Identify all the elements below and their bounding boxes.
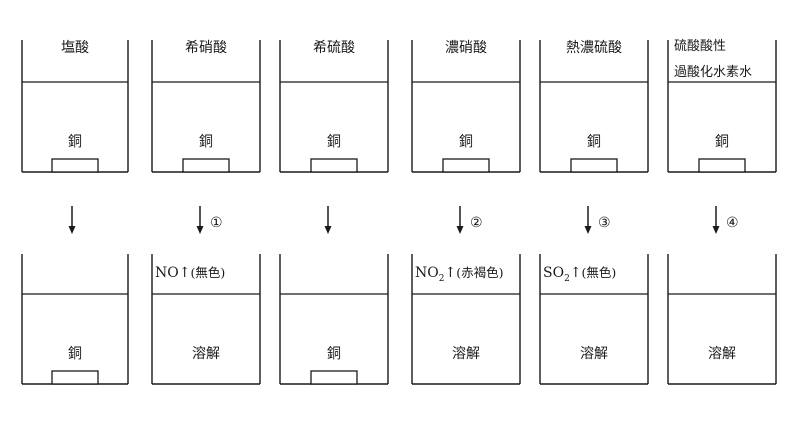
gas-formula: SO bbox=[543, 265, 564, 281]
arrow-head bbox=[456, 226, 464, 234]
gas-formula: NO bbox=[155, 265, 179, 281]
reaction-arrow bbox=[68, 206, 76, 234]
initial-beaker bbox=[279, 40, 389, 173]
reagent-label: 塩酸 bbox=[61, 40, 89, 56]
copper-piece bbox=[182, 158, 230, 173]
reaction-arrow bbox=[324, 206, 332, 234]
initial-beaker bbox=[667, 40, 777, 173]
gas-arrow: ↑ bbox=[570, 265, 582, 281]
reaction-arrow bbox=[584, 206, 592, 234]
result-label: 溶解 bbox=[192, 346, 220, 362]
arrow-head bbox=[584, 226, 592, 234]
reagent-label: 希硫酸 bbox=[313, 40, 355, 56]
copper-piece bbox=[698, 158, 746, 173]
reagent-label-line: 硫酸酸性 bbox=[674, 39, 726, 54]
step-marker: ② bbox=[470, 215, 483, 231]
arrow-head bbox=[196, 226, 204, 234]
reaction-arrow bbox=[712, 206, 720, 234]
initial-beaker bbox=[539, 40, 649, 173]
copper-piece bbox=[310, 370, 358, 385]
reaction-arrow bbox=[196, 206, 204, 234]
gas-label: NO↑(無色) bbox=[155, 265, 225, 281]
copper-piece bbox=[51, 370, 99, 385]
initial-beaker bbox=[411, 40, 521, 173]
reagent-label: 熱濃硫酸 bbox=[566, 40, 622, 56]
step-marker: ① bbox=[210, 215, 223, 231]
step-marker: ③ bbox=[598, 215, 611, 231]
copper-piece bbox=[442, 158, 490, 173]
initial-beaker bbox=[151, 40, 261, 173]
copper-piece bbox=[570, 158, 618, 173]
result-label: 銅 bbox=[68, 346, 82, 362]
metal-label: 銅 bbox=[587, 134, 601, 150]
result-label: 銅 bbox=[327, 346, 341, 362]
metal-label: 銅 bbox=[327, 134, 341, 150]
result-label: 溶解 bbox=[708, 346, 736, 362]
arrow-head bbox=[712, 226, 720, 234]
reaction-arrow bbox=[456, 206, 464, 234]
copper-piece bbox=[310, 158, 358, 173]
metal-label: 銅 bbox=[199, 134, 213, 150]
gas-subscript: 2 bbox=[564, 274, 570, 284]
metal-label: 銅 bbox=[715, 134, 729, 150]
reagent-label-line: 過酸化水素水 bbox=[674, 65, 752, 80]
gas-formula: NO bbox=[415, 265, 439, 281]
result-label: 溶解 bbox=[580, 346, 608, 362]
gas-arrow: ↑ bbox=[444, 265, 456, 281]
result-beaker bbox=[411, 254, 521, 385]
result-beaker bbox=[667, 254, 777, 385]
gas-arrow: ↑ bbox=[179, 265, 191, 281]
step-marker: ④ bbox=[726, 215, 739, 231]
arrow-head bbox=[324, 226, 332, 234]
result-beaker bbox=[21, 254, 129, 385]
arrow-head bbox=[68, 226, 76, 234]
gas-label: SO2↑(無色) bbox=[543, 265, 616, 284]
gas-subscript: 2 bbox=[439, 274, 445, 284]
initial-beaker bbox=[21, 40, 129, 173]
result-label: 溶解 bbox=[452, 346, 480, 362]
gas-label: NO2↑(赤褐色) bbox=[415, 265, 503, 284]
result-beaker bbox=[279, 254, 389, 385]
reagent-label: 希硝酸 bbox=[185, 40, 227, 56]
reagent-label: 濃硝酸 bbox=[445, 40, 487, 56]
copper-piece bbox=[51, 158, 99, 173]
gas-color-note: (無色) bbox=[190, 265, 225, 280]
metal-label: 銅 bbox=[68, 134, 82, 150]
gas-color-note: (赤褐色) bbox=[456, 265, 503, 280]
result-beaker bbox=[151, 254, 261, 385]
result-beaker bbox=[539, 254, 649, 385]
gas-color-note: (無色) bbox=[582, 265, 617, 280]
metal-label: 銅 bbox=[459, 134, 473, 150]
